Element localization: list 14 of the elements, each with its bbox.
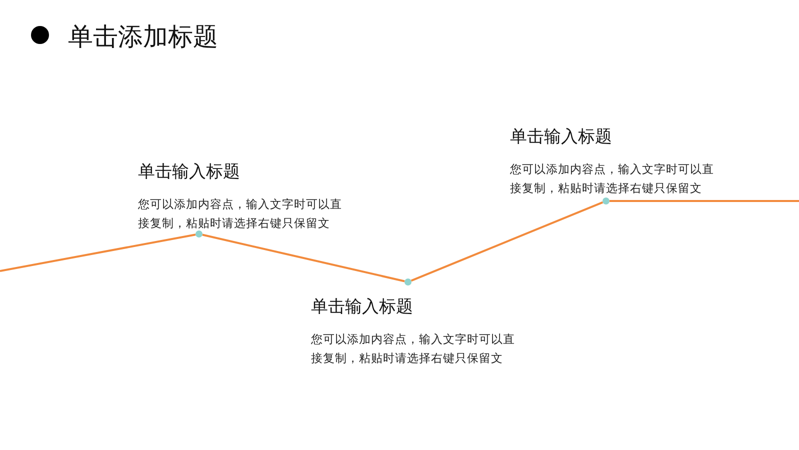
point-marker: [602, 198, 610, 204]
line-segment: [410, 201, 604, 282]
line-segment: [610, 200, 799, 202]
point-marker: [196, 230, 202, 238]
point-heading: 单击输入标题: [138, 161, 241, 183]
point-description: 您可以添加内容点，输入文字时可以直接复制，粘贴时请选择右键只保留文: [311, 331, 516, 367]
point-marker: [404, 278, 412, 286]
line-segment: [202, 234, 405, 282]
point-heading: 单击输入标题: [311, 296, 414, 318]
title: 单击添加标题: [68, 21, 218, 53]
line-segment: [0, 234, 196, 272]
point-description: 您可以添加内容点，输入文字时可以直接复制，粘贴时请选择右键只保留文: [138, 196, 343, 232]
point-heading: 单击输入标题: [510, 126, 613, 148]
point-description: 您可以添加内容点，输入文字时可以直接复制，粘贴时请选择右键只保留文: [510, 161, 715, 197]
